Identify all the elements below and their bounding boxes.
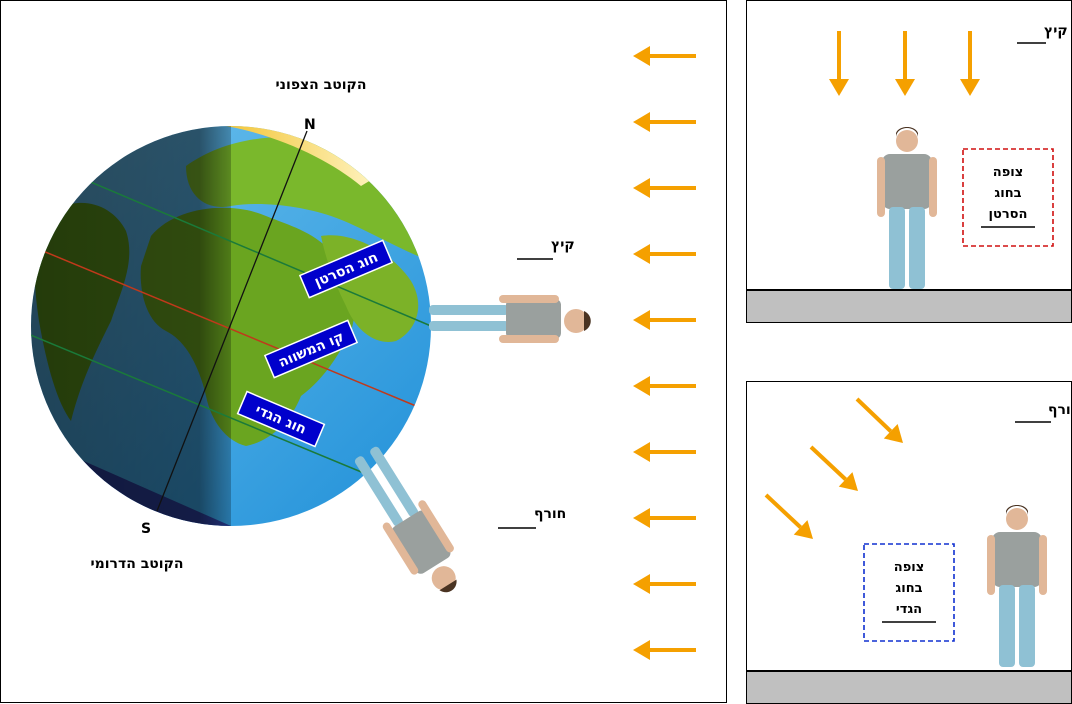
- s-label: S: [141, 521, 151, 537]
- winter-rays: [764, 397, 903, 539]
- summer-panel-title: קיץ: [1044, 23, 1068, 39]
- summer-standing-person: [877, 127, 937, 289]
- winter-observer-line2: בחוג: [895, 581, 922, 596]
- earth-diagram-panel: N S הקוטב הצפוני הקוטב הדרומי חוג הסרטן …: [0, 0, 727, 703]
- summer-label: קיץ: [551, 237, 575, 253]
- sun-ray-arrow: [633, 244, 696, 264]
- summer-observer-line1: צופה: [993, 165, 1023, 180]
- earth-diagram: N S הקוטב הצפוני הקוטב הדרומי חוג הסרטן …: [31, 46, 696, 660]
- winter-observer-line1: צופה: [894, 560, 924, 575]
- sun-ray-arrow: [633, 376, 696, 396]
- north-cap: [226, 126, 386, 186]
- south-pole-label: הקוטב הדרומי: [91, 556, 184, 572]
- winter-standing-person: [987, 505, 1047, 667]
- summer-observer-line2: בחוג: [994, 186, 1021, 201]
- ground: [747, 671, 1071, 703]
- tropic-of-cancer-line: [40, 160, 431, 327]
- summer-ray-arrow: [829, 31, 849, 96]
- winter-ray-arrow: [855, 397, 903, 443]
- tropic-of-capricorn-line: [31, 330, 372, 477]
- winter-ray-arrow: [764, 493, 813, 539]
- n-label: N: [304, 117, 316, 133]
- sun-ray-arrow: [633, 112, 696, 132]
- winter-label: חורף: [534, 506, 566, 522]
- summer-rays: [829, 31, 980, 96]
- winter-ray-arrow: [809, 445, 858, 491]
- winter-person: [354, 446, 457, 593]
- summer-scene: קיץ צופה בחוג הסרטן: [747, 23, 1071, 322]
- summer-observer-panel: קיץ צופה בחוג הסרטן: [746, 0, 1072, 323]
- winter-panel-title: חורף: [1048, 402, 1072, 418]
- sun-rays: [633, 46, 696, 660]
- summer-observer-box: [962, 148, 1054, 247]
- sun-ray-arrow: [633, 310, 696, 330]
- sun-ray-arrow: [633, 640, 696, 660]
- earth-axis: [156, 130, 308, 512]
- winter-scene: חורף צופה בחוג הגדי: [747, 397, 1072, 703]
- equator-line: [31, 245, 417, 407]
- ground: [747, 290, 1071, 322]
- summer-ray-arrow: [960, 31, 980, 96]
- north-pole-label: הקוטב הצפוני: [276, 77, 367, 93]
- sun-ray-arrow: [633, 442, 696, 462]
- sun-ray-arrow: [633, 46, 696, 66]
- sun-ray-arrow: [633, 508, 696, 528]
- winter-observer-panel: חורף צופה בחוג הגדי: [746, 381, 1072, 704]
- summer-ray-arrow: [895, 31, 915, 96]
- summer-observer-line3: הסרטן: [989, 207, 1028, 222]
- sun-ray-arrow: [633, 574, 696, 594]
- summer-person: [429, 295, 591, 343]
- winter-observer-line3: הגדי: [896, 602, 922, 617]
- winter-observer-box: [863, 543, 955, 642]
- sun-ray-arrow: [633, 178, 696, 198]
